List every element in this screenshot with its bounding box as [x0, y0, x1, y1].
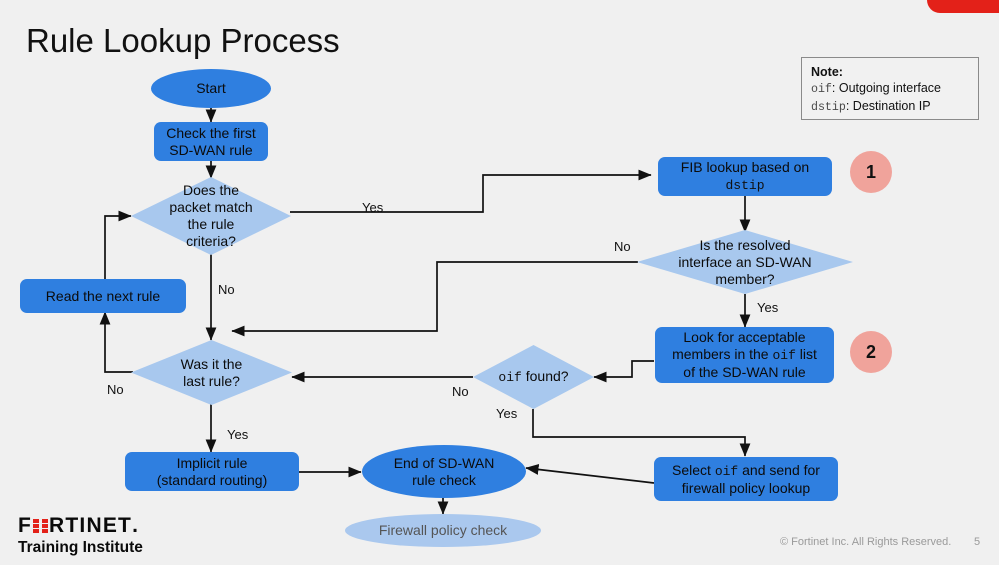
edge-label-member-yes: Yes	[757, 300, 779, 315]
node-oif-found[interactable]: oif found?	[473, 345, 594, 409]
edge-label-member-no: No	[614, 239, 631, 254]
edge-label-last-rule-yes: Yes	[227, 427, 249, 442]
fortinet-logo: F RTINET. Training Institute	[18, 515, 143, 558]
diamond-shape	[637, 230, 853, 294]
last-rule-line1: Was it the	[180, 355, 243, 372]
note-term-dstip: dstip	[811, 101, 846, 114]
step-badge-1: 1	[850, 151, 892, 193]
diamond-shape	[131, 340, 292, 405]
node-fib-lookup[interactable]: FIB lookup based on dstip	[658, 157, 832, 196]
select-oif-line2: firewall policy lookup	[681, 479, 811, 496]
note-title: Note:	[811, 65, 843, 79]
node-start-label: Start	[196, 80, 226, 96]
packet-match-line4: criteria?	[186, 233, 236, 249]
oif-found-mono: oif	[498, 370, 522, 385]
resolved-member-line3: member?	[715, 270, 775, 287]
resolved-member-line1: Is the resolved	[699, 236, 791, 253]
step-badge-2-label: 2	[865, 341, 876, 362]
page-number: 5	[974, 536, 981, 548]
node-read-next-rule[interactable]: Read the next rule	[20, 279, 186, 313]
node-implicit-rule[interactable]: Implicit rule(standard routing)	[125, 452, 299, 491]
firewall-policy-check-label: Firewall policy check	[378, 522, 508, 538]
edge-label-last-rule-no: No	[107, 382, 124, 397]
note-term-oif: oif	[811, 83, 832, 96]
oif-found-rest: found?	[521, 368, 569, 384]
select-oif-line1a: Select	[672, 461, 715, 478]
node-read-next-rule-label: Read the next rule	[45, 287, 161, 304]
implicit-rule-line1: Implicit rule	[176, 454, 248, 471]
note-def-oif: : Outgoing interface	[831, 81, 942, 95]
logo-brand-part1: F	[18, 514, 33, 537]
note-def-dstip: : Destination IP	[845, 99, 931, 113]
look-members-line2b: list	[795, 346, 817, 362]
node-start[interactable]: Start	[151, 69, 271, 108]
logo-brand-part2: RTINET	[49, 514, 133, 537]
fib-lookup-line1: FIB lookup based on	[680, 159, 810, 175]
step-badge-1-label: 1	[865, 161, 876, 182]
edge-label-oif-yes: Yes	[496, 406, 518, 421]
look-members-line2a: members in the	[672, 346, 773, 362]
look-members-line3: of the SD-WAN rule	[683, 364, 806, 380]
copyright-text: © Fortinet Inc. All Rights Reserved.	[780, 536, 952, 548]
edge-label-oif-no: No	[452, 384, 469, 399]
select-oif-mono: oif	[714, 463, 739, 479]
node-firewall-policy-check[interactable]: Firewall policy check	[345, 514, 541, 547]
end-check-line1: End of SD-WAN	[393, 454, 495, 471]
diamond-shape	[131, 177, 291, 255]
resolved-member-line2: interface an SD-WAN	[678, 253, 812, 270]
packet-match-line1: Does the	[182, 182, 240, 198]
packet-match-line2: packet match	[169, 199, 253, 215]
red-corner-accent	[927, 0, 999, 13]
note-line-dstip: dstip: Destination IP	[811, 98, 970, 116]
edge-label-match-no: No	[218, 282, 235, 297]
select-oif-line1b: and send for	[738, 461, 820, 478]
step-badge-2: 2	[850, 331, 892, 373]
end-check-line2: rule check	[412, 471, 476, 488]
packet-match-line3: the rule	[187, 216, 235, 232]
logo-brand-suffix: .	[132, 514, 140, 537]
fortinet-dot-o-icon	[33, 519, 49, 533]
diamond-shape	[473, 345, 594, 409]
fib-lookup-dstip: dstip	[725, 178, 765, 193]
edge-label-match-yes: Yes	[362, 200, 384, 215]
fortinet-wordmark: F RTINET.	[18, 515, 143, 537]
look-members-oif: oif	[772, 348, 796, 363]
node-check-first-rule-line1: Check the first	[166, 124, 256, 141]
fortinet-logo-subtitle: Training Institute	[18, 539, 143, 556]
last-rule-line2: last rule?	[183, 372, 240, 389]
node-check-first-rule-line2: SD-WAN rule	[169, 141, 253, 158]
node-oif-found-label: oif found?	[473, 345, 594, 409]
note-box: Note: oif: Outgoing interface dstip: Des…	[801, 57, 979, 120]
implicit-rule-line2: (standard routing)	[156, 471, 268, 488]
page-title: Rule Lookup Process	[26, 22, 340, 59]
look-members-line1: Look for acceptable	[683, 329, 806, 345]
note-line-oif: oif: Outgoing interface	[811, 80, 970, 98]
